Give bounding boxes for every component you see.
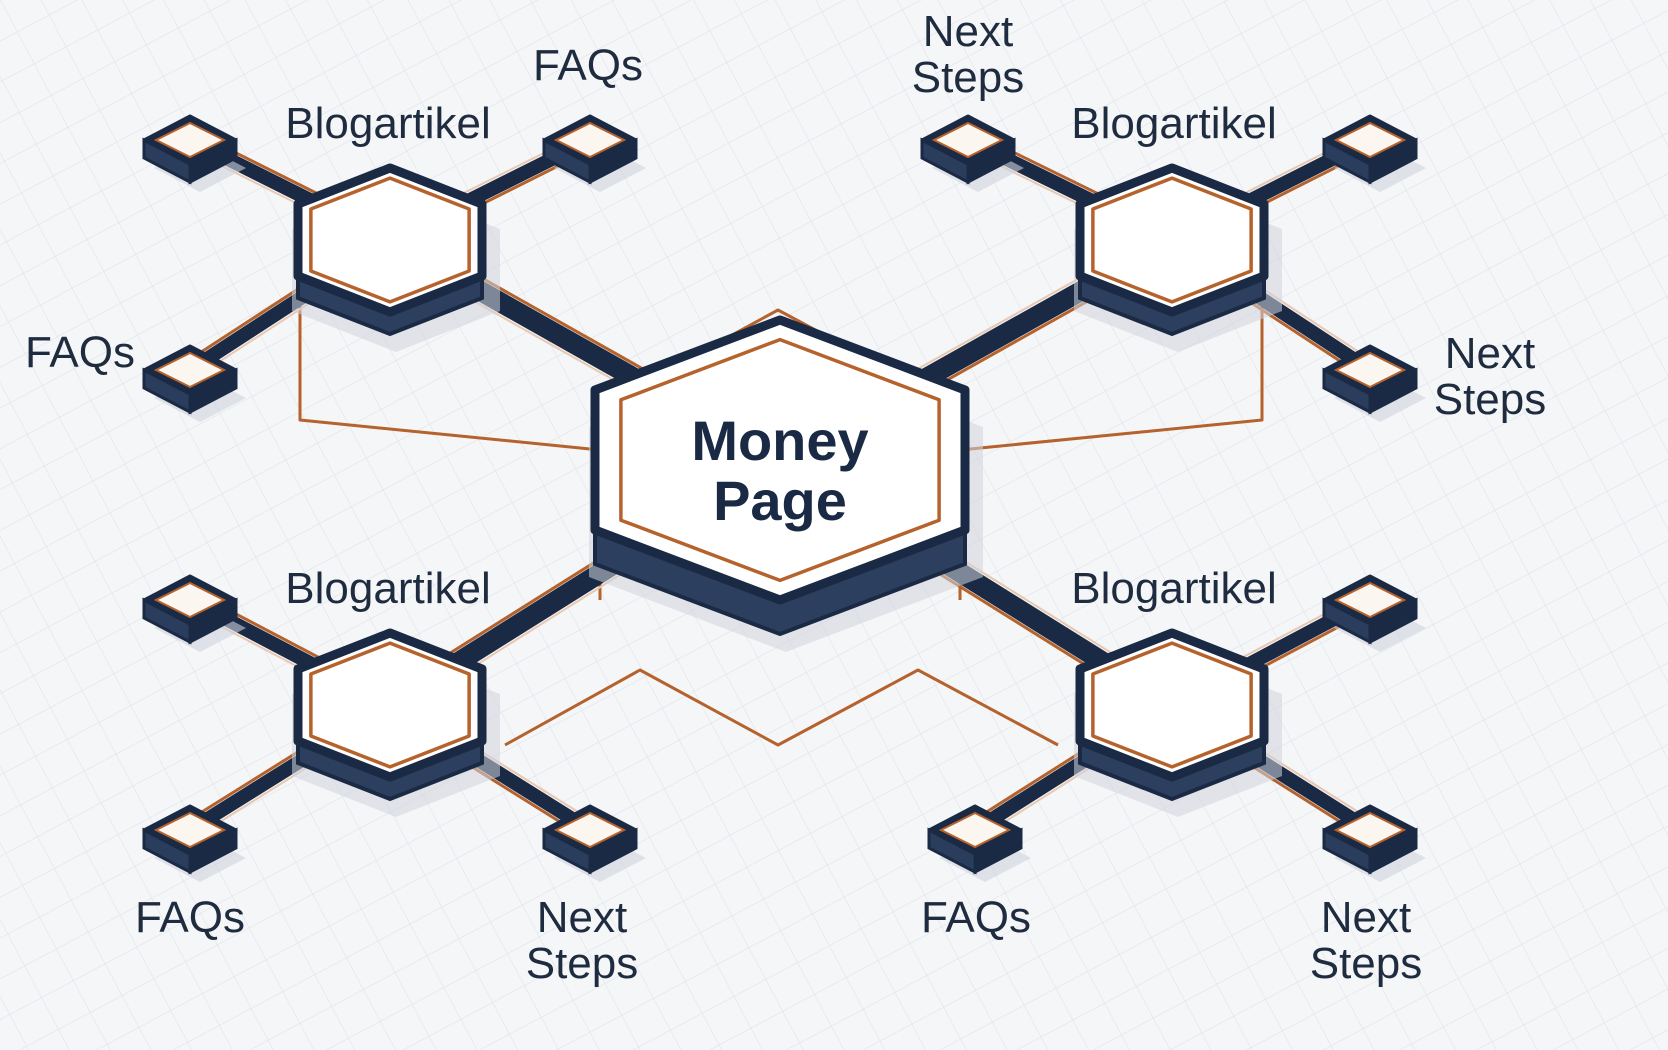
hub-3-leaf-node-3: [142, 574, 246, 652]
blogartikel-title-1: Blogartikel: [285, 99, 490, 148]
money-page-label-line2: Page: [713, 469, 847, 532]
hub-4-leaf-node-2: [1322, 804, 1426, 882]
copper-trace-bottom: [504, 668, 1059, 747]
hub-2-leaf-node-3: [1322, 114, 1426, 192]
blogartikel-hub-2: [1074, 163, 1282, 352]
blogartikel-title-3: Blogartikel: [285, 564, 490, 613]
hub-1-leaf-node-2: [142, 344, 246, 422]
nodes: [142, 114, 1426, 882]
hub-1-leaf-label-2: FAQs: [533, 41, 643, 90]
hub-2-leaf-node-2: [1322, 344, 1426, 422]
hub-4-leaf-label-1: FAQs: [921, 893, 1031, 942]
hub-3-leaf-label-1: FAQs: [135, 893, 245, 942]
hub-4-leaf-node-3: [1322, 574, 1426, 652]
hub-2-leaf-node-1: [920, 114, 1024, 192]
blogartikel-hub-4: [1074, 628, 1282, 817]
blogartikel-title-2: Blogartikel: [1071, 99, 1276, 148]
blogartikel-hub-3: [292, 628, 500, 817]
hub-1-leaf-label-1: FAQs: [25, 328, 135, 377]
money-page-node: [589, 315, 983, 652]
blogartikel-title-4: Blogartikel: [1071, 564, 1276, 613]
blogartikel-hub-1: [292, 163, 500, 352]
hub-3-leaf-node-2: [542, 804, 646, 882]
hub-1-leaf-node-1: [142, 114, 246, 192]
money-page-label-line1: Money: [691, 409, 868, 472]
hub-3-leaf-node-1: [142, 804, 246, 882]
hub-1-leaf-node-3: [542, 114, 646, 192]
hub-4-leaf-node-1: [927, 804, 1031, 882]
